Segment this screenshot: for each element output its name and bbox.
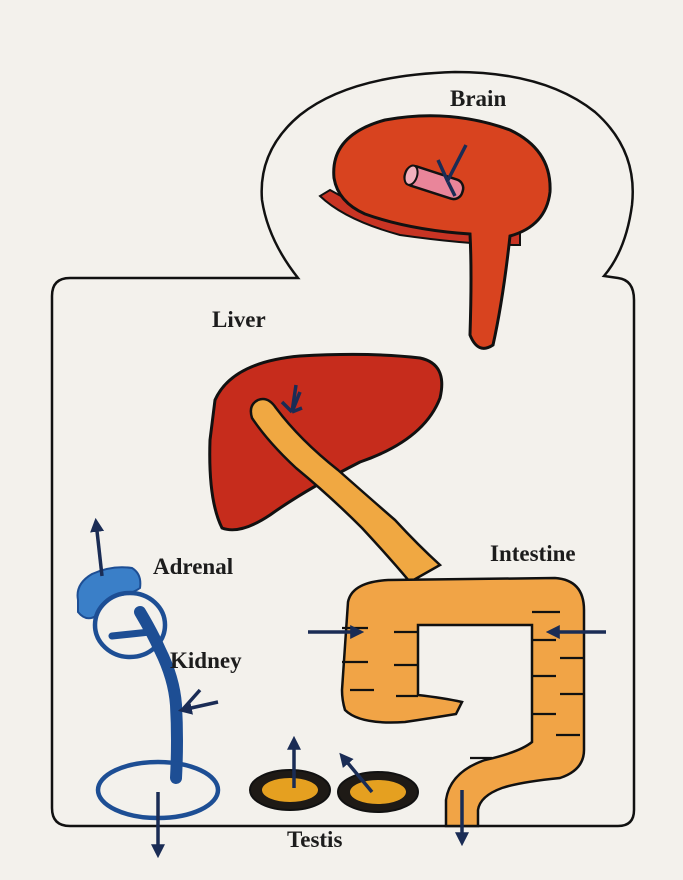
label-liver: Liver bbox=[212, 307, 266, 333]
testis-left-core bbox=[262, 778, 318, 802]
brain-hemisphere bbox=[334, 116, 550, 349]
adrenal-arrow-up bbox=[96, 522, 102, 576]
label-kidney: Kidney bbox=[170, 648, 242, 674]
label-testis: Testis bbox=[287, 827, 342, 853]
ureter bbox=[140, 612, 177, 778]
label-intestine: Intestine bbox=[490, 541, 576, 567]
label-brain: Brain bbox=[450, 86, 506, 112]
kidney-crossbar bbox=[112, 632, 150, 636]
liver-lobe bbox=[210, 354, 442, 529]
testis-organ bbox=[250, 740, 418, 812]
liver-organ bbox=[210, 354, 442, 582]
testis-right-core bbox=[350, 780, 406, 804]
brain-organ bbox=[320, 116, 550, 349]
label-adrenal: Adrenal bbox=[153, 554, 233, 580]
